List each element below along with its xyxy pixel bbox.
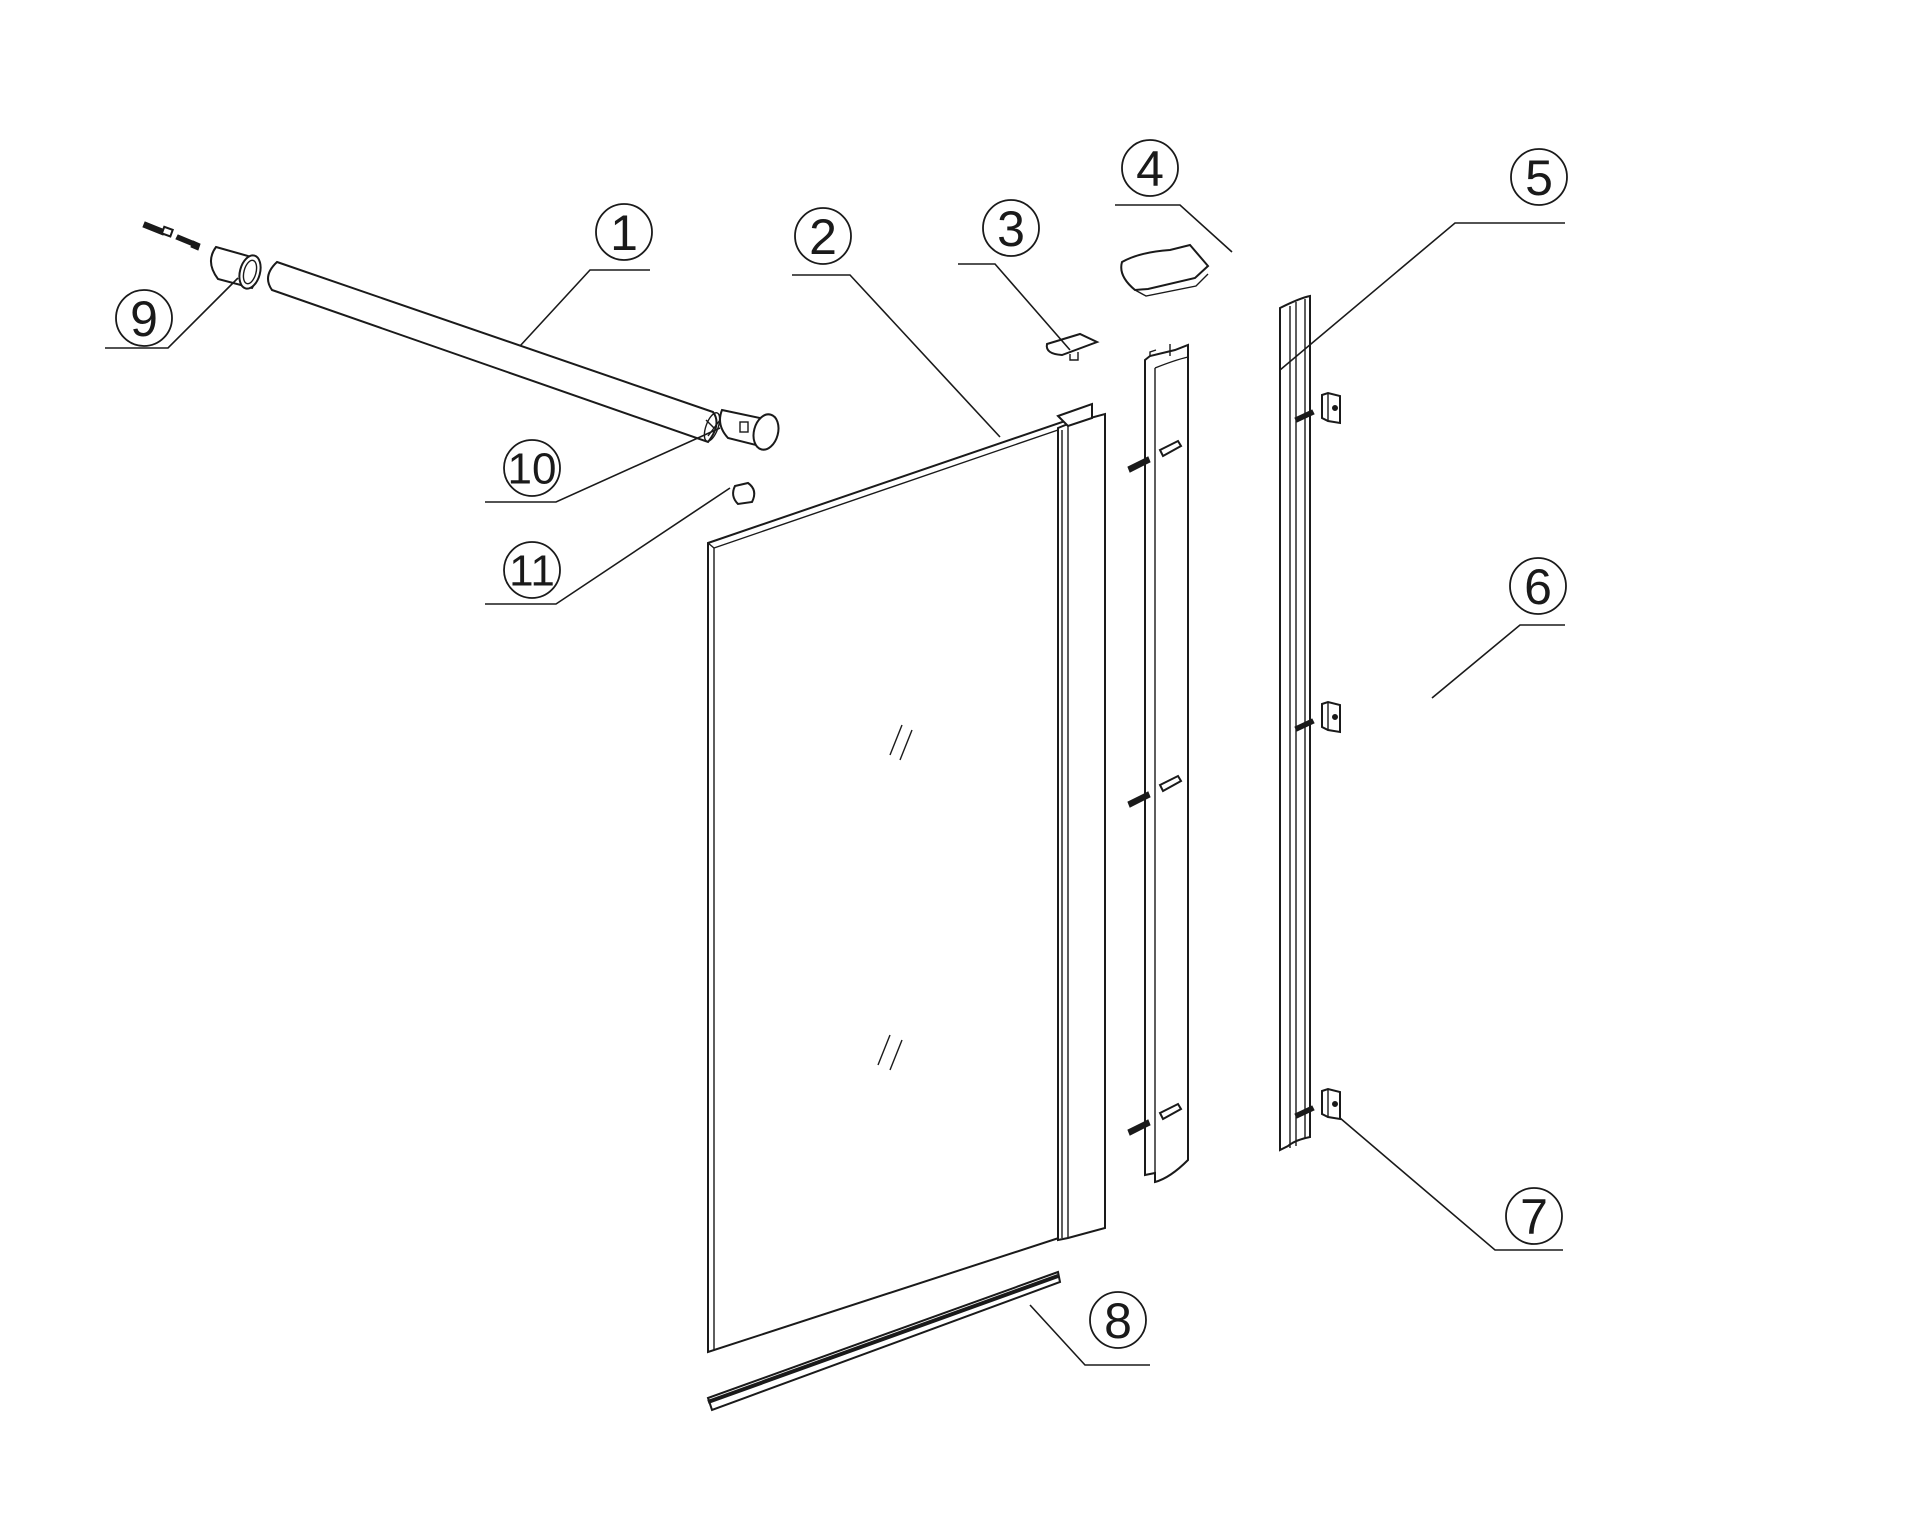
callout-8: 8 <box>1089 1291 1147 1349</box>
callout-10: 10 <box>503 439 561 497</box>
callout-label: 9 <box>130 291 158 347</box>
glass-hatch-icon <box>877 724 913 1071</box>
callout-11: 11 <box>503 541 561 599</box>
callout-3: 3 <box>982 199 1040 257</box>
callout-5: 5 <box>1510 148 1568 206</box>
callout-7: 7 <box>1505 1187 1563 1245</box>
wall-bracket <box>1321 391 1341 425</box>
callout-4: 4 <box>1121 139 1179 197</box>
glass-clamp-connector <box>719 408 780 451</box>
callout-label: 2 <box>809 209 837 265</box>
callout-label: 5 <box>1525 150 1553 206</box>
bottom-seal <box>706 1270 1062 1412</box>
wall-bracket <box>1321 1087 1341 1121</box>
screw-icon <box>142 221 175 238</box>
callout-label: 1 <box>610 205 638 261</box>
connector-cap <box>732 481 756 506</box>
callout-2: 2 <box>794 207 852 265</box>
callout-label: 4 <box>1136 141 1164 197</box>
stabilizer-bar <box>267 260 721 444</box>
callout-1: 1 <box>595 203 653 261</box>
wall-mount-sleeve <box>210 245 262 290</box>
screw-icon <box>175 234 201 251</box>
callout-label: 11 <box>509 547 555 596</box>
screw-icon <box>1294 718 1315 732</box>
callout-label: 8 <box>1104 1293 1132 1349</box>
glass-panel <box>707 402 1106 1354</box>
callout-label: 6 <box>1524 559 1552 615</box>
wall-profile-end-cap <box>1120 243 1210 297</box>
screw-icon <box>1127 439 1183 473</box>
panel-top-cap <box>1045 332 1100 361</box>
screw-icon <box>1127 1102 1183 1136</box>
callout-label: 7 <box>1520 1189 1548 1245</box>
wall-profile <box>1144 343 1189 1184</box>
screw-icon <box>1294 1105 1315 1119</box>
wall-channel <box>1279 294 1311 1152</box>
wall-bracket <box>1321 700 1341 734</box>
screw-icon <box>1127 774 1183 808</box>
leader-lines <box>105 204 1565 1366</box>
callout-9: 9 <box>115 289 173 347</box>
callout-label: 10 <box>508 445 557 494</box>
callout-label: 3 <box>997 201 1025 257</box>
screw-icon <box>1294 409 1315 423</box>
callout-6: 6 <box>1509 557 1567 615</box>
